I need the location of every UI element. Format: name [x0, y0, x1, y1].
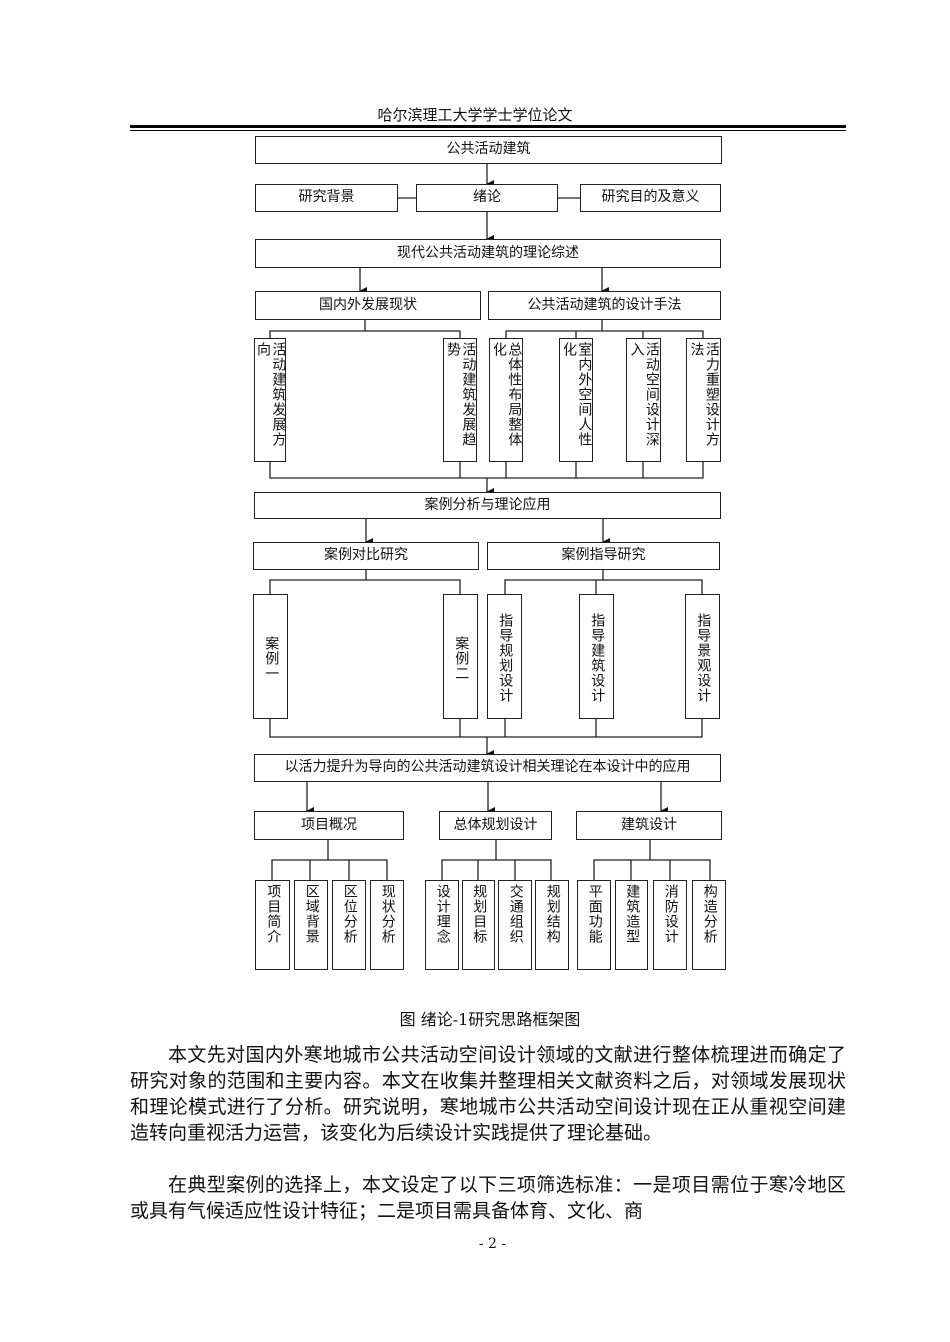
- body-paragraph: 本文先对国内外寒地城市公共活动空间设计领域的文献进行整体梳理进而确定了研究对象的…: [130, 1044, 846, 1144]
- g1-item-box: 区位分析: [332, 880, 366, 970]
- a-item-box: 活动建筑发展趋势: [443, 338, 477, 462]
- g3-item-box: 消防设计: [653, 880, 687, 970]
- header-rule-thick: [130, 125, 846, 128]
- branch-b-box: 公共活动建筑的设计手法: [488, 291, 721, 320]
- g1-item-box: 项目简介: [255, 880, 290, 970]
- cb-item-box: 指导建筑设计: [579, 594, 614, 719]
- g2-item-box: 设计理念: [425, 880, 459, 970]
- b-item-box: 活力重塑设计方法: [686, 338, 721, 462]
- b-item-box: 总体性布局整体化: [489, 338, 523, 462]
- cb-item-box: 指导规划设计: [487, 594, 522, 719]
- ca-item-box: 案例二: [443, 594, 478, 719]
- case-a-box: 案例对比研究: [253, 542, 479, 570]
- page-number: - 2 -: [478, 1236, 507, 1252]
- g1-item-box: 现状分析: [370, 880, 404, 970]
- case-b-box: 案例指导研究: [487, 542, 720, 570]
- branch-a-box: 国内外发展现状: [255, 291, 481, 320]
- b-item-box: 室内外空间人性化: [559, 338, 593, 462]
- g3-item-box: 平面功能: [577, 880, 611, 970]
- intro-left-box: 研究背景: [255, 184, 398, 212]
- body-paragraph: 在典型案例的选择上，本文设定了以下三项筛选标准：一是项目需位于寒冷地区或具有气候…: [130, 1174, 846, 1222]
- header-rule-thin: [130, 130, 846, 131]
- case-box: 案例分析与理论应用: [254, 492, 721, 519]
- g1-box: 项目概况: [254, 811, 404, 840]
- a-item-box: 活动建筑发展方向: [254, 338, 286, 462]
- g2-item-box: 规划结构: [535, 880, 569, 970]
- page-header: 哈尔滨理工大学学士学位论文: [377, 106, 573, 124]
- intro-center-box: 绪论: [416, 184, 558, 212]
- theory-box: 现代公共活动建筑的理论综述: [255, 239, 721, 268]
- g2-item-box: 规划目标: [462, 880, 495, 970]
- g3-item-box: 构造分析: [692, 880, 726, 970]
- g3-item-box: 建筑造型: [615, 880, 648, 970]
- g2-item-box: 交通组织: [498, 880, 532, 970]
- ca-item-box: 案例一: [253, 594, 288, 719]
- cb-item-box: 指导景观设计: [685, 594, 720, 719]
- b-item-box: 活动空间设计深入: [626, 338, 661, 462]
- apply-box: 以活力提升为导向的公共活动建筑设计相关理论在本设计中的应用: [254, 754, 721, 782]
- g2-box: 总体规划设计: [439, 811, 552, 840]
- intro-right-box: 研究目的及意义: [580, 184, 721, 212]
- diagram-top-box: 公共活动建筑: [255, 136, 722, 164]
- figure-caption: 图 绪论-1研究思路框架图: [399, 1010, 581, 1029]
- g1-item-box: 区域背景: [294, 880, 328, 970]
- g3-box: 建筑设计: [576, 811, 722, 840]
